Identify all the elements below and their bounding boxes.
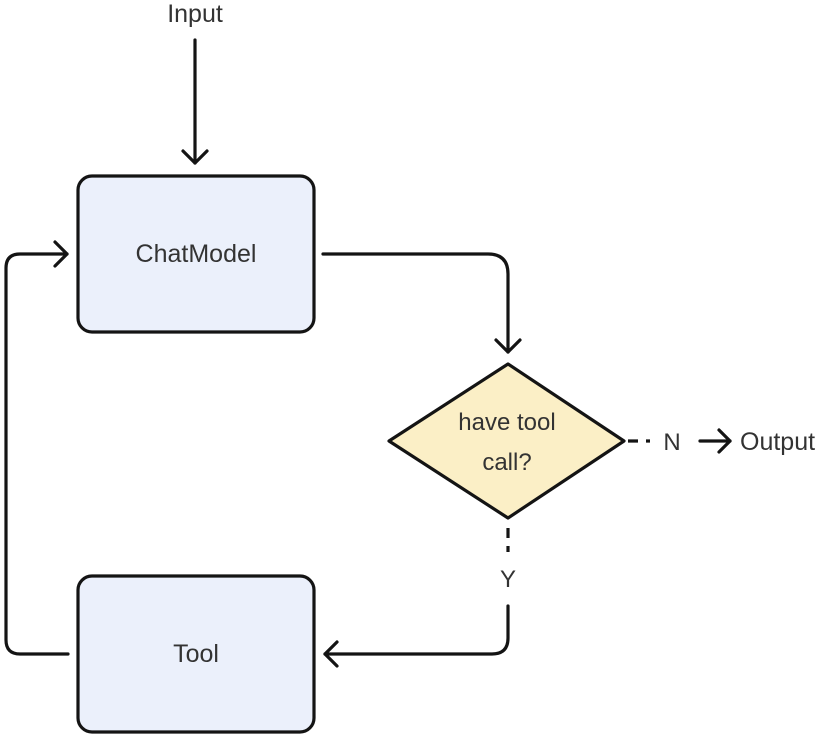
no-label: N [663, 429, 680, 456]
decision-label-line2: call? [482, 449, 531, 476]
chat-model-label: ChatModel [136, 240, 257, 268]
output-label: Output [740, 428, 815, 456]
yes-label: Y [500, 566, 516, 593]
input-label: Input [167, 0, 223, 28]
chat-model-node [76, 174, 316, 334]
chat-model-to-decision-arrow [321, 252, 522, 354]
decision-label-line1: have tool [458, 409, 555, 436]
tool-to-chat-model-arrow [4, 240, 70, 656]
decision-to-tool-arrow [323, 604, 510, 668]
tool-node [76, 574, 316, 734]
tool-label: Tool [173, 640, 219, 668]
output-arrow [698, 428, 732, 454]
tool-call-decision-node [387, 362, 626, 520]
input-arrow [181, 38, 209, 165]
